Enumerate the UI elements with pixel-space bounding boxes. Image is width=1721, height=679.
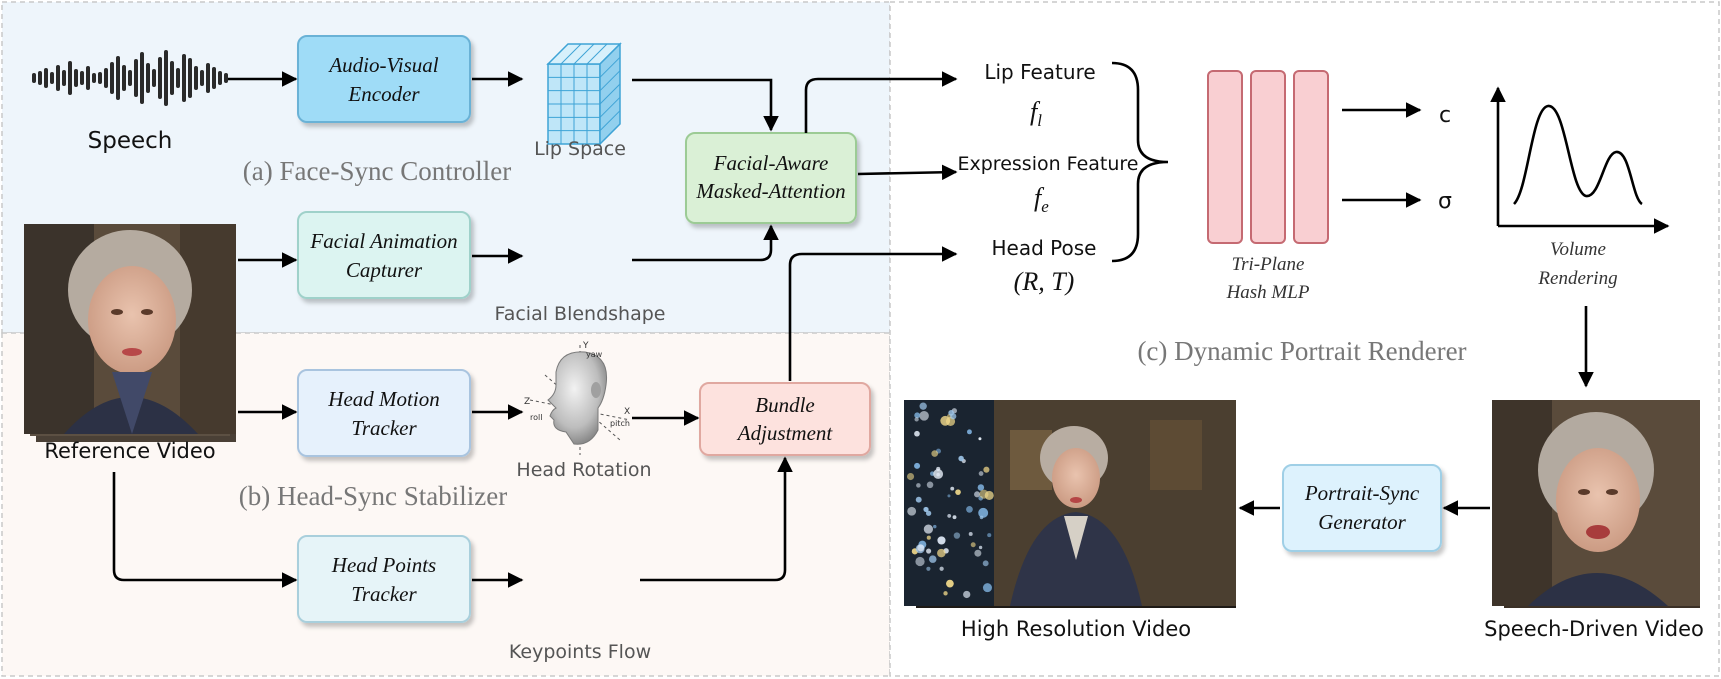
bundle-adjustment-line1: Bundle — [755, 393, 814, 417]
axis-x-label: X — [624, 407, 630, 417]
portrait-sync-generator-box: Portrait-Sync Generator — [1282, 464, 1442, 552]
head-pose-label: Head Pose — [992, 236, 1097, 260]
bundle-adjustment-line2: Adjustment — [736, 421, 834, 445]
renderer-title: (c) Dynamic Portrait Renderer — [1137, 336, 1466, 366]
speech-driven-video-label: Speech-Driven Video — [1484, 617, 1704, 641]
volume-rendering-plot-icon — [1490, 86, 1670, 234]
facial-blendshape-label: Facial Blendshape — [495, 303, 666, 325]
head-motion-tracker-line2: Tracker — [351, 416, 417, 440]
feature-brace — [1111, 61, 1169, 263]
head-pose-symbol: (R, T) — [1014, 267, 1075, 296]
bundle-adjustment-box: Bundle Adjustment — [699, 382, 871, 456]
keypoints-flow-label: Keypoints Flow — [509, 641, 651, 663]
portrait-sync-generator-line1: Portrait-Sync — [1304, 481, 1420, 505]
expression-feature-symbol: fe — [1034, 183, 1049, 216]
speech-waveform-icon — [32, 50, 228, 106]
facial-aware-attention-line2: Masked-Attention — [695, 179, 845, 203]
speech-driven-video-thumbnail — [1492, 400, 1700, 608]
portrait-sync-generator-line2: Generator — [1318, 510, 1406, 534]
audio-visual-encoder-box: Audio-Visual Encoder — [297, 35, 471, 123]
lip-space-cube-icon — [546, 42, 622, 146]
triplane-hash-mlp — [1207, 70, 1329, 244]
axis-pitch-label: pitch — [610, 419, 630, 428]
speech-label: Speech — [88, 128, 173, 154]
head-motion-tracker-box: Head Motion Tracker — [297, 369, 471, 457]
head-points-tracker-line1: Head Points — [331, 553, 436, 577]
face-sync-title: (a) Face-Sync Controller — [243, 156, 511, 186]
facial-aware-attention-line1: Facial-Aware — [713, 151, 829, 175]
high-res-video-label: High Resolution Video — [961, 617, 1191, 641]
output-c-label: c — [1439, 103, 1451, 128]
volume-rendering-line2: Rendering — [1537, 268, 1617, 289]
lip-feature-label: Lip Feature — [984, 60, 1095, 84]
triplane-line2: Hash MLP — [1226, 282, 1310, 303]
axis-yaw-label: yaw — [586, 350, 603, 359]
triplane-line1: Tri-Plane — [1232, 254, 1305, 275]
expression-feature-label: Expression Feature — [958, 153, 1139, 175]
volume-rendering-line1: Volume — [1550, 239, 1606, 260]
audio-visual-encoder-line1: Audio-Visual — [327, 53, 438, 77]
head-points-tracker-box: Head Points Tracker — [297, 535, 471, 623]
head-points-tracker-line2: Tracker — [351, 582, 417, 606]
output-sigma-label: σ — [1438, 189, 1452, 214]
lip-feature-symbol: fl — [1030, 97, 1042, 130]
lip-space-label: Lip Space — [534, 138, 626, 160]
flow-arrows — [112, 71, 1594, 588]
reference-video-label: Reference Video — [44, 439, 215, 463]
facial-animation-capturer-box: Facial Animation Capturer — [297, 211, 471, 299]
high-res-video-thumbnail — [904, 400, 1236, 608]
head-rotation-icon: Y yaw Z roll X pitch — [524, 341, 630, 455]
facial-animation-capturer-line2: Capturer — [346, 258, 423, 282]
axis-y-label: Y — [582, 341, 589, 351]
head-rotation-label: Head Rotation — [516, 459, 651, 481]
axis-z-label: Z — [524, 397, 530, 407]
head-sync-title: (b) Head-Sync Stabilizer — [239, 481, 507, 511]
axis-roll-label: roll — [530, 413, 542, 422]
reference-video-thumbnail — [24, 224, 236, 442]
head-motion-tracker-line1: Head Motion — [327, 387, 439, 411]
facial-aware-attention-box: Facial-Aware Masked-Attention — [685, 132, 857, 224]
audio-visual-encoder-line2: Encoder — [347, 82, 420, 106]
facial-animation-capturer-line1: Facial Animation — [309, 229, 457, 253]
